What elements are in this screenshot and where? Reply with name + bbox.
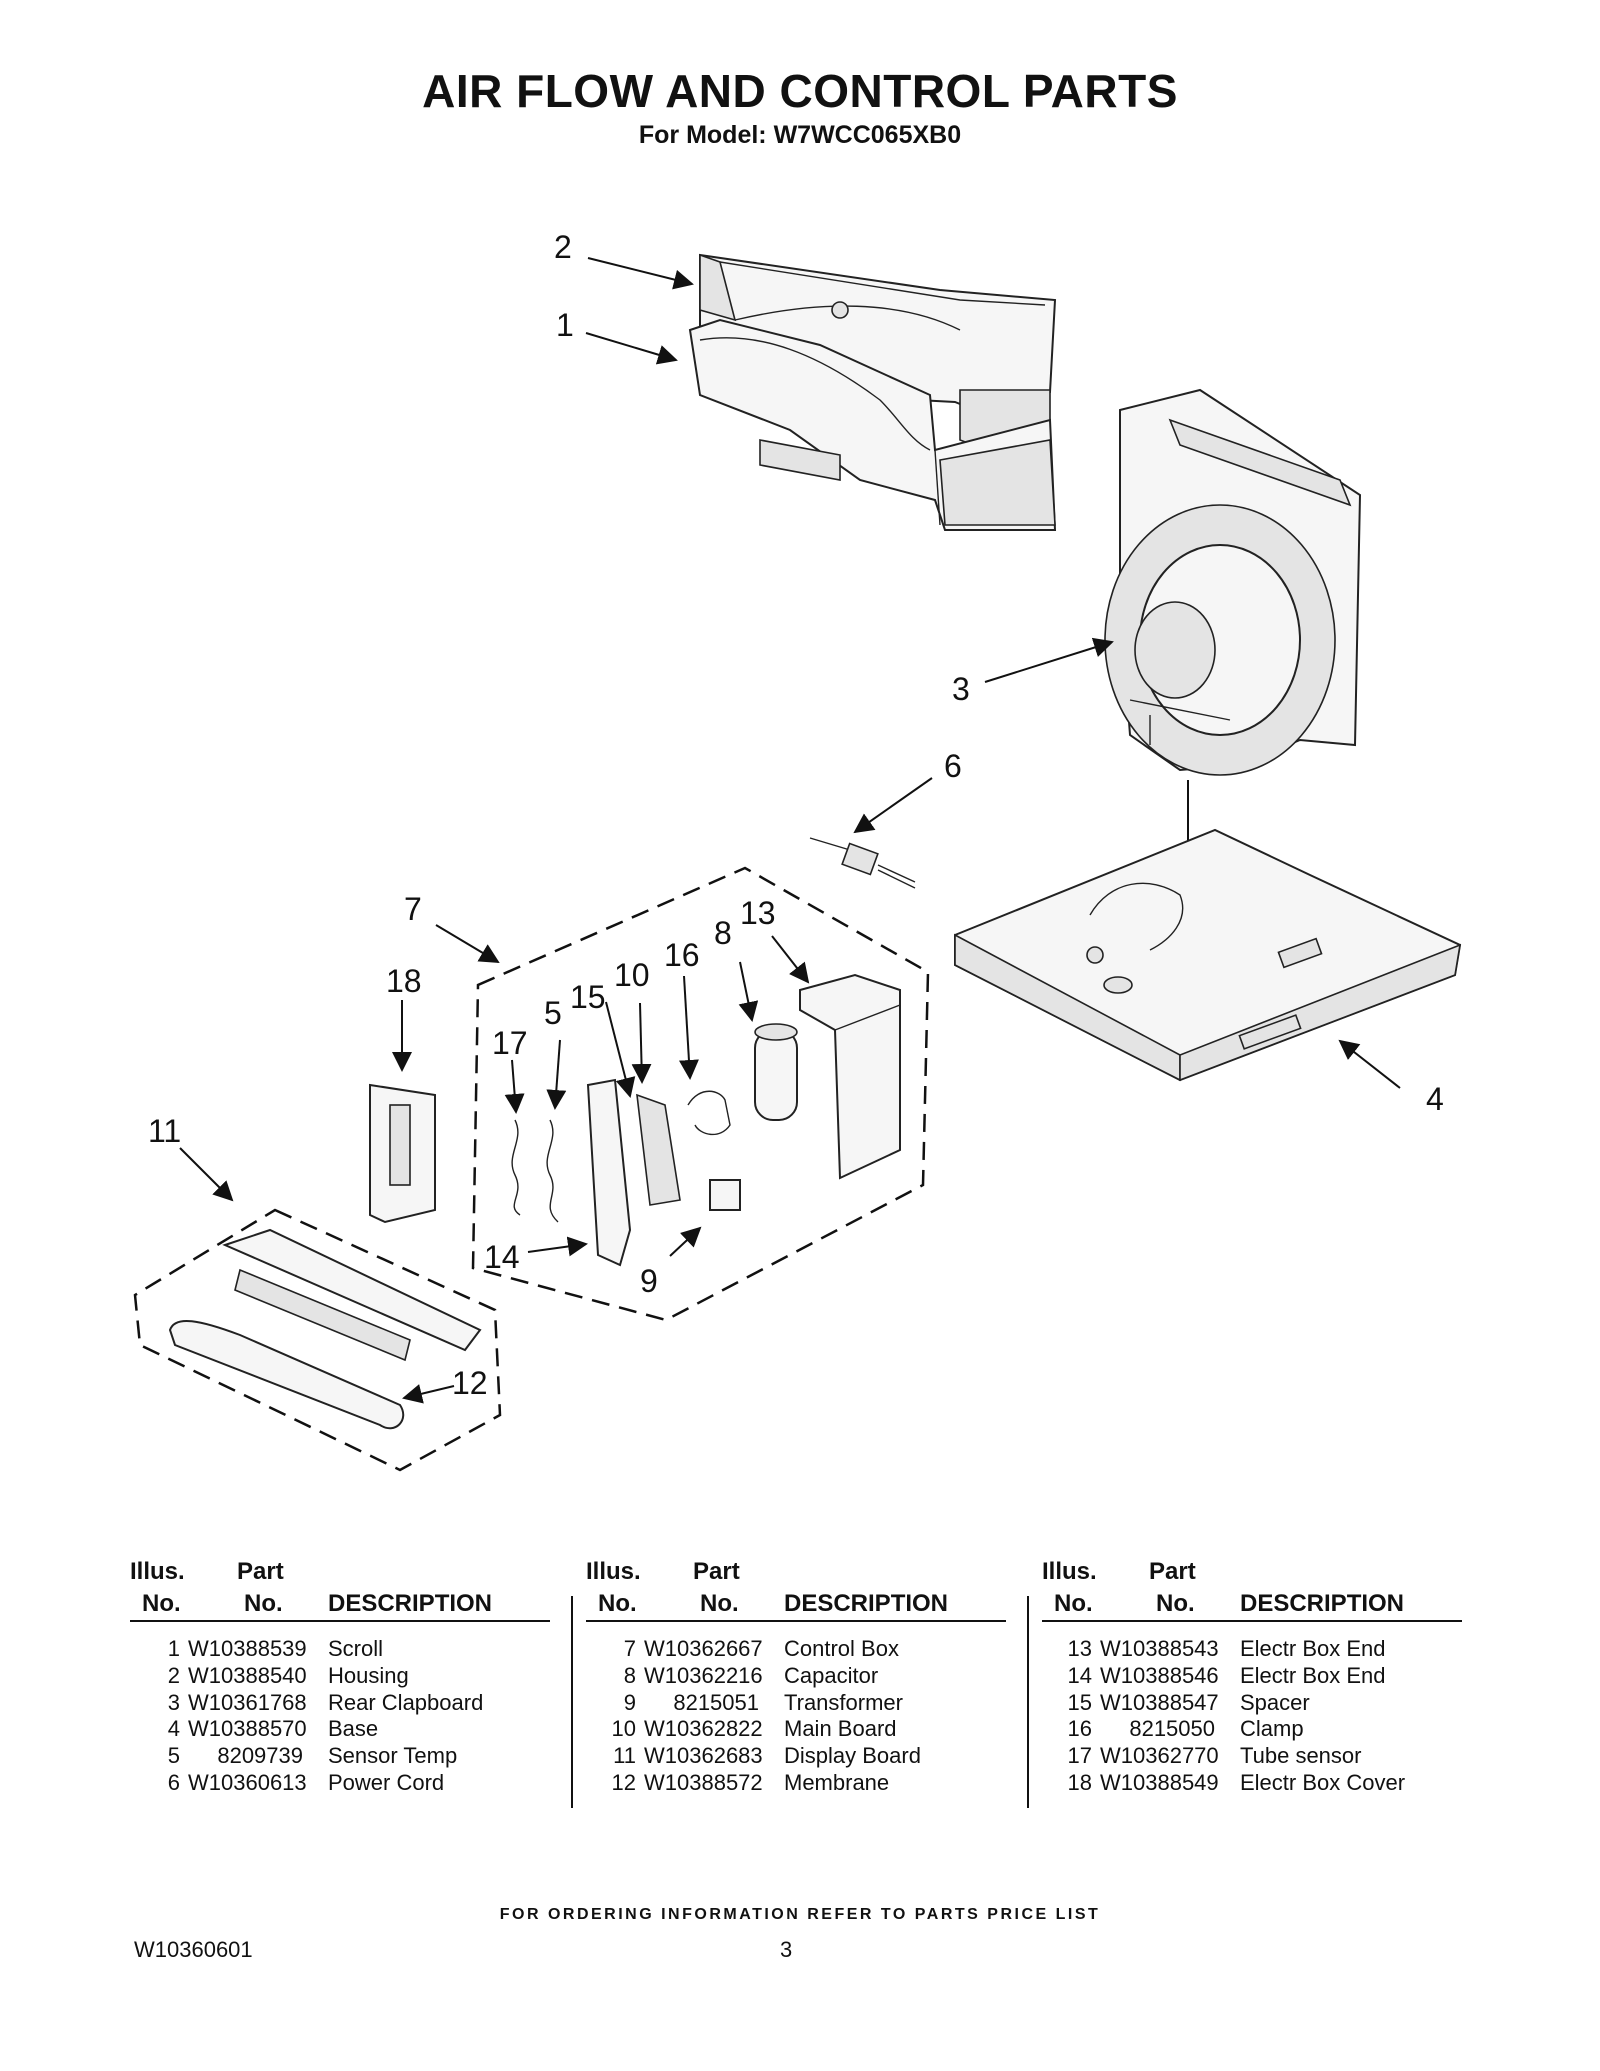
- control-box-group: [471, 866, 930, 1322]
- description-header: DESCRIPTION: [328, 1590, 493, 1617]
- display-board-group: [133, 1208, 502, 1472]
- part-no-header: No.: [700, 1590, 739, 1617]
- callout-7: 7: [404, 891, 422, 927]
- header-rule: [1042, 1620, 1462, 1622]
- part-no-header: No.: [244, 1590, 283, 1617]
- tube-sensor-part: [511, 1119, 521, 1216]
- column-divider: [1027, 1596, 1029, 1808]
- illus-no-header: No.: [142, 1590, 181, 1617]
- description-header: DESCRIPTION: [784, 1590, 949, 1617]
- model-subtitle: For Model: W7WCC065XB0: [638, 121, 962, 149]
- electr-box-cover-part: [369, 1083, 436, 1224]
- display-board-part: [168, 1228, 482, 1430]
- document-number: W10360601: [134, 1937, 253, 1962]
- column-divider: [571, 1596, 573, 1808]
- rear-clapboard-part: [1104, 388, 1362, 776]
- callout-11: 11: [148, 1113, 181, 1149]
- exploded-parts-diagram: 2 1 3 6 7 13 8 16 10 18 15 5 17 4 11 14 …: [133, 229, 1462, 1472]
- main-board-part: [586, 1078, 681, 1267]
- page-number: 3: [780, 1937, 793, 1962]
- callout-16: 16: [664, 937, 700, 973]
- transformer-part: [709, 1179, 741, 1211]
- description-header: DESCRIPTION: [1240, 1590, 1405, 1617]
- sensor-temp-part: [546, 1119, 559, 1223]
- callout-10: 10: [614, 957, 650, 993]
- electr-box-end-13: [799, 973, 901, 1180]
- base-part: [954, 828, 1462, 1082]
- header-rule: [586, 1620, 1006, 1622]
- illus-no-header: No.: [1054, 1590, 1093, 1617]
- illus-header: Illus.: [1042, 1558, 1097, 1585]
- page-title: AIR FLOW AND CONTROL PARTS: [422, 65, 1178, 117]
- clamp-part: [687, 1090, 731, 1136]
- ordering-note: FOR ORDERING INFORMATION REFER TO PARTS …: [499, 1906, 1101, 1923]
- illus-header: Illus.: [130, 1558, 185, 1585]
- housing-part: [699, 253, 1057, 456]
- header-rule: [130, 1620, 550, 1622]
- callout-18: 18: [386, 963, 422, 999]
- callout-14: 14: [484, 1239, 520, 1275]
- part-header: Part: [237, 1558, 284, 1585]
- part-header: Part: [1149, 1558, 1196, 1585]
- illus-no-header: No.: [598, 1590, 637, 1617]
- callout-2: 2: [554, 229, 572, 265]
- callout-1: 1: [556, 307, 574, 343]
- callout-4: 4: [1426, 1081, 1444, 1117]
- callout-5: 5: [544, 995, 562, 1031]
- part-header: Part: [693, 1558, 740, 1585]
- power-cord-part: [809, 837, 916, 889]
- capacitor-part: [754, 1023, 798, 1121]
- callout-13: 13: [740, 895, 776, 931]
- callout-15: 15: [570, 979, 606, 1015]
- illus-header: Illus.: [586, 1558, 641, 1585]
- scroll-part: [688, 318, 1057, 531]
- callout-3: 3: [952, 671, 970, 707]
- callout-17: 17: [492, 1025, 528, 1061]
- callout-8: 8: [714, 915, 732, 951]
- callout-12: 12: [452, 1365, 488, 1401]
- callout-6: 6: [944, 748, 962, 784]
- part-no-header: No.: [1156, 1590, 1195, 1617]
- callout-9: 9: [640, 1263, 658, 1299]
